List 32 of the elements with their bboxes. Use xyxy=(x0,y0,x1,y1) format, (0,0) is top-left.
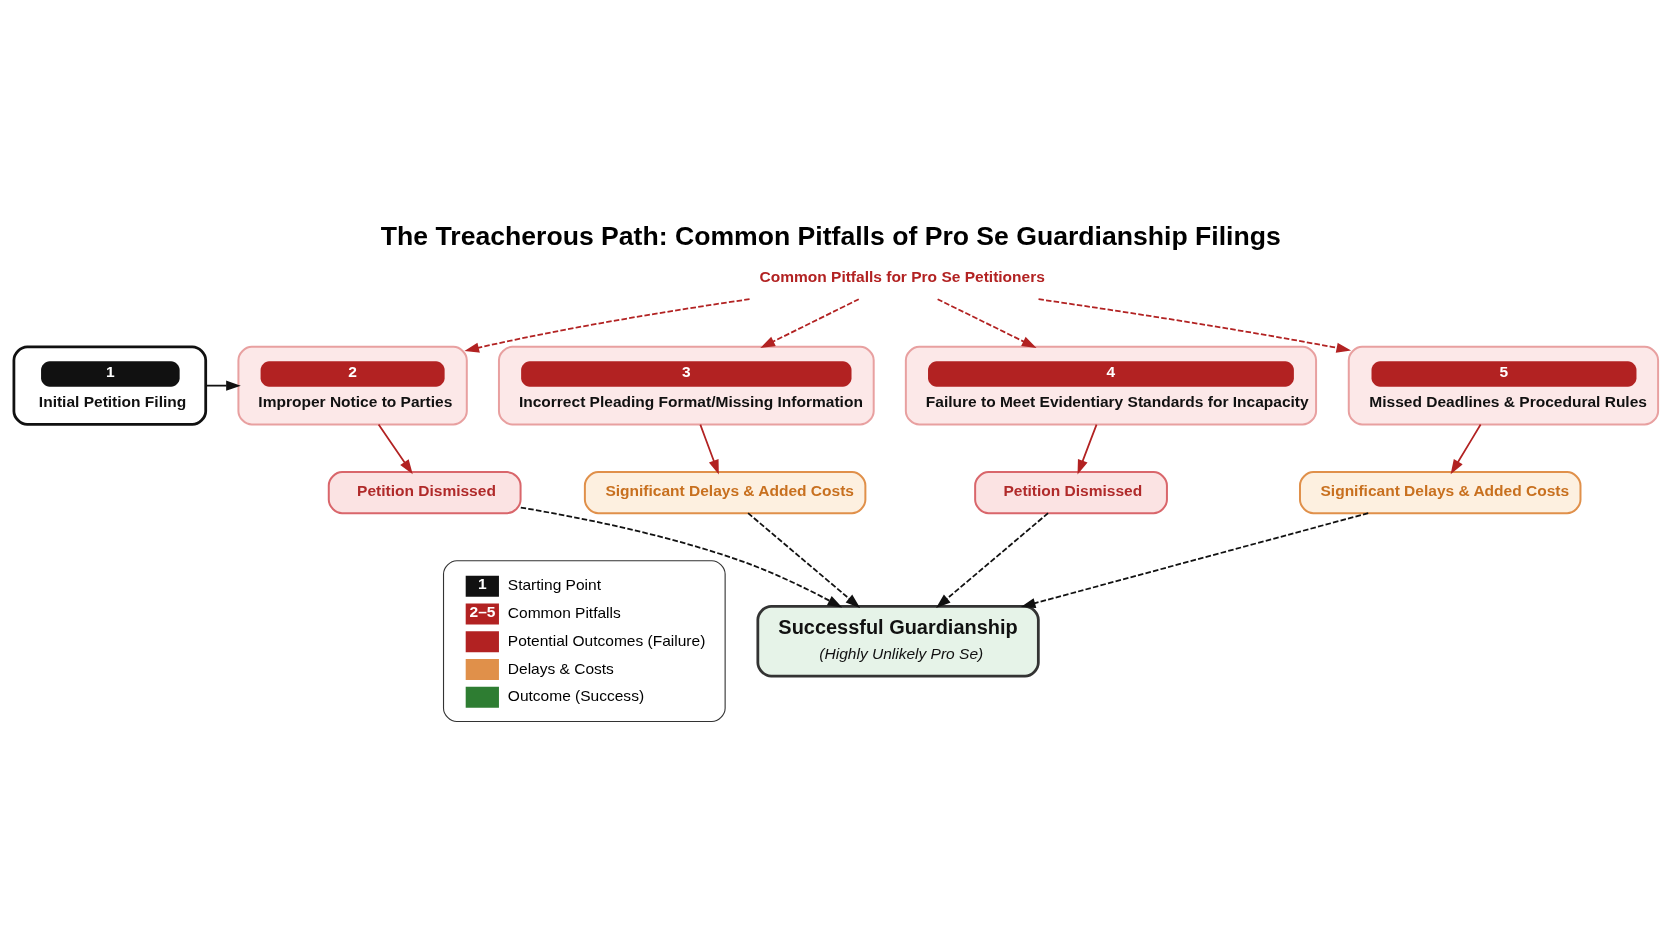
label: 2–5 xyxy=(469,602,496,620)
node-box: Petition Dismissed xyxy=(327,470,522,514)
arrow xyxy=(699,423,719,474)
legend-label: Starting Point xyxy=(507,575,601,593)
arrow xyxy=(377,423,413,474)
diagram-title: The Treacherous Path: Common Pitfalls of Pro Se Guardianship Filings xyxy=(380,220,1281,251)
node-box: 1 Initial Petition Filing xyxy=(12,344,208,426)
legend-label: Delays & Costs xyxy=(507,659,614,677)
arrow xyxy=(1450,423,1482,474)
arrow xyxy=(519,506,843,607)
arrow xyxy=(747,511,861,608)
arrow xyxy=(760,297,860,348)
arrow xyxy=(936,297,1037,348)
arrow xyxy=(1037,297,1352,353)
node-box: 4 Failure to Meet Evidentiary Standards for Incapacity xyxy=(904,345,1318,425)
node-box: Significant Delays & Added Costs xyxy=(1299,470,1582,514)
arrow xyxy=(936,511,1049,608)
node-text: Common Pitfalls for Pro Se Petitioners xyxy=(759,267,1045,285)
legend-label: Common Pitfalls xyxy=(507,603,621,621)
legend-label: Outcome (Success) xyxy=(507,686,645,704)
node-box: Successful Guardianship (Highly Unlikely Pro Se) xyxy=(756,604,1040,677)
arrow xyxy=(464,297,751,353)
legend-label: Potential Outcomes (Failure) xyxy=(507,631,706,649)
arrow xyxy=(1077,423,1098,474)
arrow xyxy=(1020,511,1370,608)
node-box: 3 Incorrect Pleading Format/Missing Information xyxy=(497,345,875,425)
arrow xyxy=(205,380,241,391)
label: 1 xyxy=(477,574,487,592)
node-box: 5 Missed Deadlines & Procedural Rules xyxy=(1347,345,1660,425)
node-box: Petition Dismissed xyxy=(974,470,1168,514)
node-box: 2 Improper Notice to Parties xyxy=(237,345,468,425)
node-box: Significant Delays & Added Costs xyxy=(583,470,867,514)
